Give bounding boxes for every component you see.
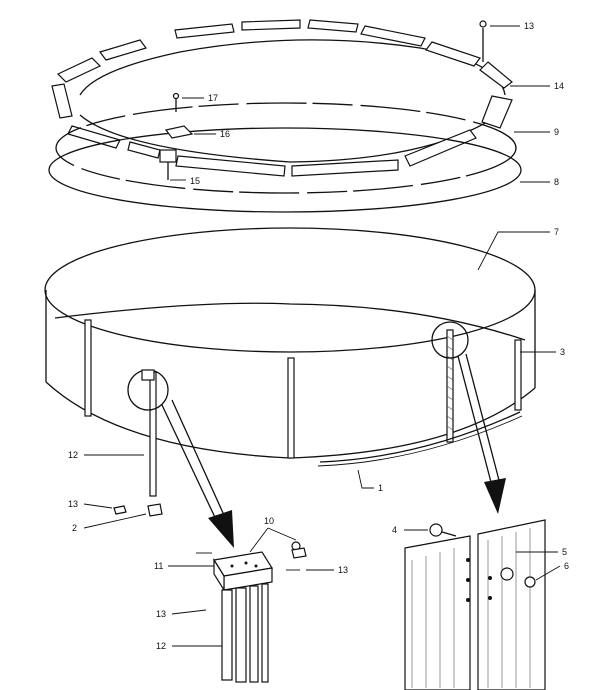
washer-icon (500, 567, 514, 581)
wall-posts (84, 319, 522, 497)
detail-circle-right (431, 321, 469, 359)
post-cap-detail (196, 541, 307, 683)
callout-10: 10 (264, 516, 274, 526)
callout-14: 14 (554, 81, 564, 91)
cap-segments-front (67, 125, 477, 177)
callout-6: 6 (564, 561, 569, 571)
callout-5: 5 (562, 547, 567, 557)
support-ring (55, 102, 517, 194)
callout-12-wall: 12 (68, 450, 78, 460)
wall-inner-edge (54, 302, 526, 341)
top-cap-ring (51, 19, 513, 177)
callout-8: 8 (554, 177, 559, 187)
callout-13-wall: 13 (68, 499, 78, 509)
cap-segments-back (56, 19, 513, 89)
pool-wall (44, 227, 536, 497)
detail-callout-right (431, 321, 506, 514)
callout-2: 2 (72, 523, 77, 533)
callout-1: 1 (378, 483, 383, 493)
wall-joint-detail (404, 519, 546, 690)
arrow-right-icon (484, 478, 506, 514)
wall-top-rim (44, 227, 536, 353)
bolt-icon (429, 523, 443, 537)
small-parts-left (113, 503, 163, 517)
callout-labels: 13 14 17 9 16 15 8 7 3 12 1 13 2 10 11 1… (68, 21, 569, 651)
callout-4: 4 (392, 525, 397, 535)
callout-3: 3 (560, 347, 565, 357)
callout-7: 7 (554, 227, 559, 237)
callout-16: 16 (220, 129, 230, 139)
callout-leaders (83, 25, 561, 647)
hatched-post (446, 329, 454, 443)
callout-11: 11 (154, 561, 163, 571)
small-parts-top (159, 20, 487, 180)
liner (48, 127, 522, 213)
callout-13-detail-left: 13 (156, 609, 166, 619)
callout-15: 15 (190, 176, 200, 186)
nut-icon (524, 576, 536, 588)
arrow-left-icon (208, 510, 234, 548)
callout-17: 17 (208, 93, 218, 103)
callout-13-top: 13 (524, 21, 534, 31)
callout-13-detail-right: 13 (338, 565, 348, 575)
callout-9: 9 (554, 127, 559, 137)
bottom-track (319, 411, 521, 463)
detail-callout-left (127, 369, 234, 548)
callout-12-detail: 12 (156, 641, 166, 651)
